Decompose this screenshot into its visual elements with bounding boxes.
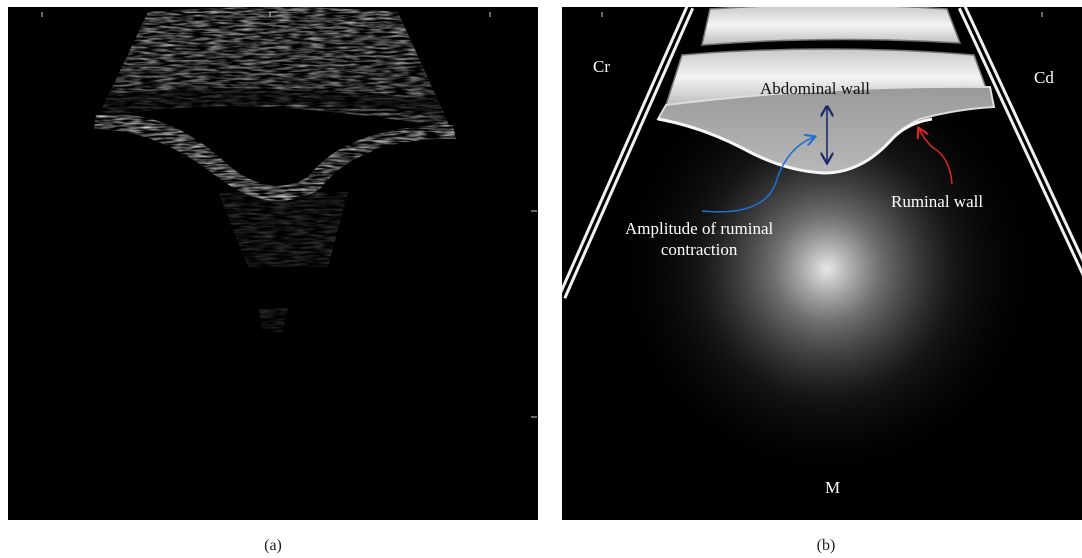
label-amplitude-line2: contraction	[625, 239, 773, 260]
schematic-image-b: Cr Cd M Abdominal wall Ruminal wall Ampl…	[562, 7, 1082, 520]
label-ruminal-wall: Ruminal wall	[891, 193, 983, 210]
caption-b: (b)	[806, 537, 846, 555]
label-caudal: Cd	[1034, 69, 1054, 86]
ultrasound-scan-a	[8, 7, 538, 520]
caption-a: (a)	[253, 537, 293, 555]
label-amplitude-line1: Amplitude of ruminal	[625, 218, 773, 239]
label-medial: M	[825, 479, 840, 496]
ultrasound-image-a	[8, 7, 538, 520]
label-abdominal-wall: Abdominal wall	[760, 80, 870, 97]
label-cranial: Cr	[593, 58, 610, 75]
label-amplitude: Amplitude of ruminal contraction	[625, 218, 773, 261]
skin-layer	[702, 7, 960, 45]
